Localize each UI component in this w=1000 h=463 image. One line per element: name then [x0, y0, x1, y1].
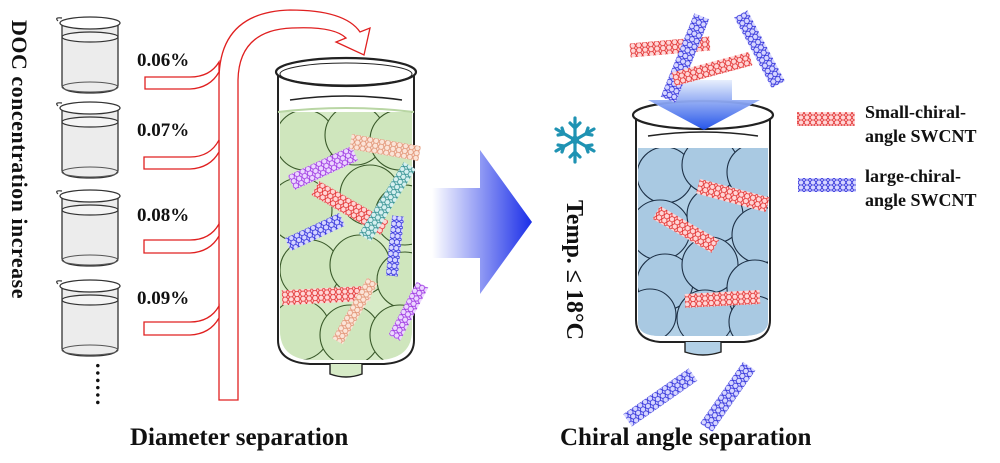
doc-concentration-label: DOC concentration increase [7, 20, 32, 299]
beaker-4 [56, 279, 121, 357]
legend-line: angle SWCNT [865, 190, 977, 210]
legend-item-large-chiral: large-chiral- angle SWCNT [865, 164, 977, 212]
concentration-label: 0.06% [137, 50, 190, 71]
beaker-3 [56, 189, 121, 267]
legend-line: angle SWCNT [865, 126, 977, 146]
diameter-separation-caption: Diameter separation [130, 424, 349, 451]
beaker-2 [56, 101, 121, 179]
more-indicator: …… [91, 362, 116, 406]
right-arrow-icon [432, 150, 532, 294]
snowflake-icon [554, 116, 596, 164]
chiral-angle-separation-caption: Chiral angle separation [560, 424, 812, 451]
legend-swatch-small [797, 112, 855, 126]
diameter-column [274, 56, 429, 378]
feed-pipe [143, 9, 371, 401]
concentration-label: 0.08% [137, 205, 190, 226]
legend-line: Small-chiral- [865, 102, 966, 122]
temperature-label: Temp. ≤ 18°C [561, 200, 587, 340]
concentration-label: 0.07% [137, 120, 190, 141]
eluted-tubes [623, 361, 756, 432]
incoming-tubes [629, 10, 785, 103]
chiral-column [631, 99, 775, 356]
concentration-label: 0.09% [137, 288, 190, 309]
legend-swatch-large [798, 178, 856, 192]
legend-item-small-chiral: Small-chiral- angle SWCNT [865, 100, 977, 148]
beaker-1 [56, 16, 121, 94]
legend-line: large-chiral- [865, 166, 961, 186]
beakers [56, 16, 121, 357]
